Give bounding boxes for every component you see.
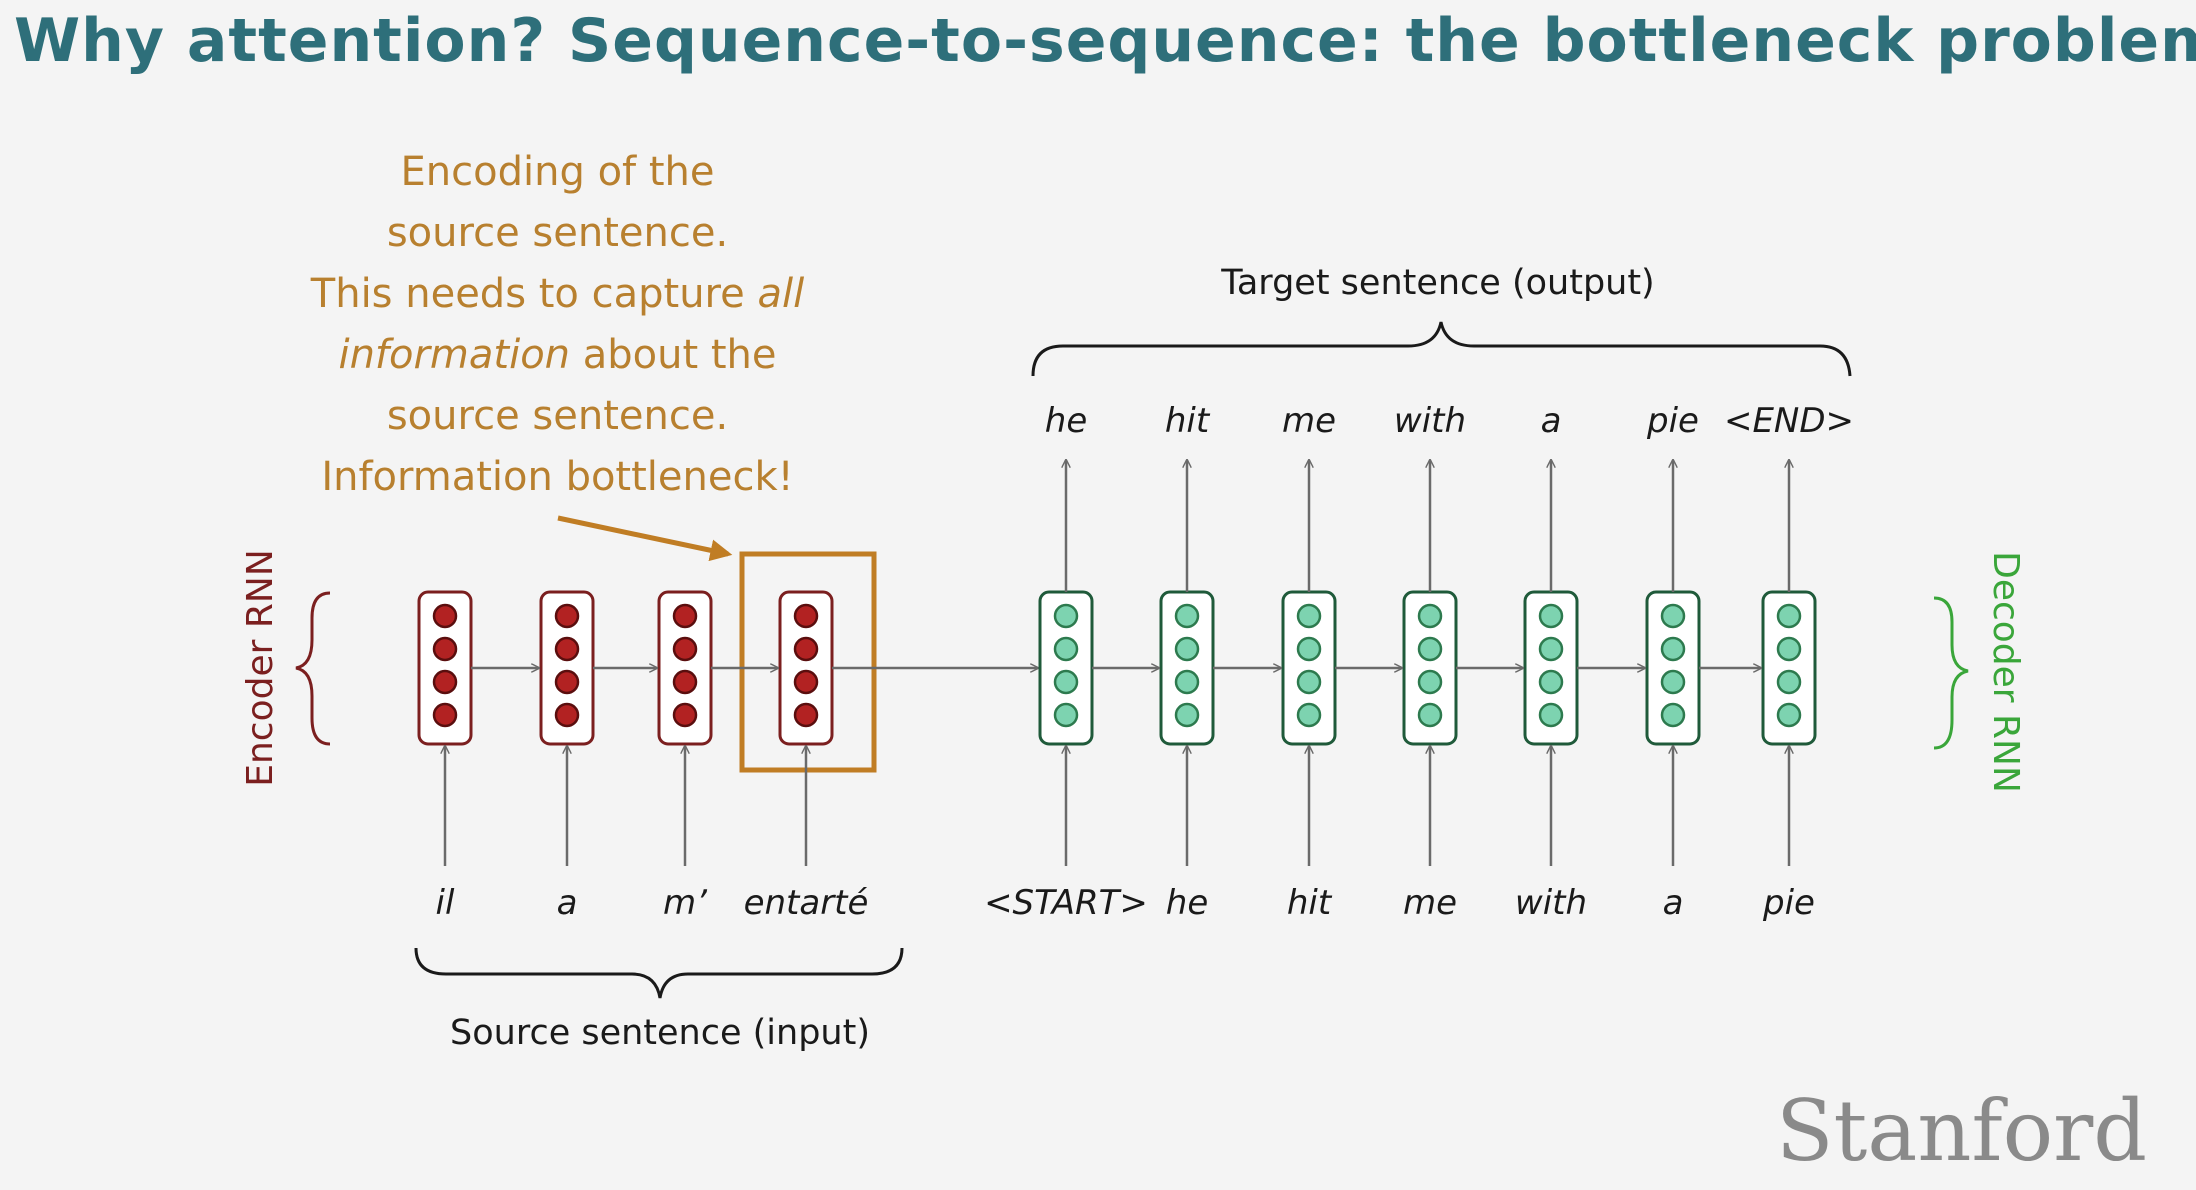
source-sentence-label: Source sentence (input) bbox=[450, 1013, 870, 1053]
decoder-output-word: a bbox=[1541, 401, 1562, 441]
target-sentence-label: Target sentence (output) bbox=[1220, 263, 1654, 303]
annotation-text: about the bbox=[570, 332, 777, 378]
decoder-cell-unit bbox=[1296, 603, 1322, 629]
decoder-cell-unit bbox=[1660, 636, 1686, 662]
decoder-cell-unit bbox=[1538, 669, 1564, 695]
decoder-cell-unit bbox=[1660, 669, 1686, 695]
encoder-brace bbox=[295, 591, 331, 746]
encoder-cell-unit bbox=[672, 603, 698, 629]
encoder-cell-unit bbox=[554, 702, 580, 728]
decoder-input-word: with bbox=[1515, 883, 1587, 923]
decoder-cell-unit bbox=[1417, 669, 1443, 695]
decoder-output-word: <END> bbox=[1724, 401, 1854, 441]
annotation-line: Information bottleneck! bbox=[321, 454, 794, 500]
decoder-output-word: hit bbox=[1165, 401, 1211, 441]
encoder-cell-unit bbox=[554, 636, 580, 662]
decoder-label: Decoder RNN bbox=[1985, 551, 2026, 793]
annotation-emphasis: information bbox=[338, 332, 571, 378]
encoder-cell-unit bbox=[793, 669, 819, 695]
encoder-cell-unit bbox=[672, 636, 698, 662]
decoder-cell-unit bbox=[1776, 636, 1802, 662]
decoder-output-word: with bbox=[1394, 401, 1466, 441]
decoder-cell-unit bbox=[1053, 636, 1079, 662]
decoder-input-word: a bbox=[1663, 883, 1684, 923]
decoder-cell-unit bbox=[1174, 669, 1200, 695]
encoder-cell-unit bbox=[554, 603, 580, 629]
decoder-cell-unit bbox=[1538, 702, 1564, 728]
decoder-output-word: pie bbox=[1646, 401, 1699, 441]
annotation-line: information about the bbox=[280, 325, 835, 386]
bottleneck-pointer-arrow bbox=[557, 515, 733, 562]
encoder-layer: il a m’ entarté bbox=[417, 590, 1038, 923]
encoder-cell-unit bbox=[554, 669, 580, 695]
encoder-cell-unit bbox=[672, 669, 698, 695]
decoder-input-word: <START> bbox=[984, 883, 1148, 923]
source-word: entarté bbox=[744, 883, 869, 923]
decoder-input-word: he bbox=[1166, 883, 1208, 923]
encoder-label: Encoder RNN bbox=[240, 549, 281, 787]
decoder-output-word: me bbox=[1282, 401, 1336, 441]
annotation-line: Encoding of the bbox=[400, 149, 715, 195]
decoder-cell-unit bbox=[1296, 636, 1322, 662]
decoder-cell-unit bbox=[1538, 603, 1564, 629]
stanford-logo: Stanford bbox=[1776, 1082, 2148, 1180]
decoder-cell-unit bbox=[1053, 603, 1079, 629]
encoder-cell-unit bbox=[793, 603, 819, 629]
decoder-cell-unit bbox=[1296, 669, 1322, 695]
slide-title: Why attention? Sequence-to-sequence: the… bbox=[14, 6, 2196, 76]
source-word: il bbox=[436, 883, 455, 923]
decoder-input-word: pie bbox=[1762, 883, 1815, 923]
decoder-output-word: he bbox=[1045, 401, 1087, 441]
decoder-cell-unit bbox=[1053, 669, 1079, 695]
decoder-cell-unit bbox=[1660, 702, 1686, 728]
source-brace bbox=[414, 947, 904, 999]
annotation-text: This needs to capture bbox=[310, 271, 758, 317]
decoder-cell-unit bbox=[1174, 603, 1200, 629]
encoder-cell-unit bbox=[793, 636, 819, 662]
decoder-cell-unit bbox=[1417, 636, 1443, 662]
encoder-cell-unit bbox=[432, 603, 458, 629]
decoder-cell-unit bbox=[1538, 636, 1564, 662]
source-word: a bbox=[557, 883, 578, 923]
decoder-cell-unit bbox=[1053, 702, 1079, 728]
decoder-brace bbox=[1933, 596, 1969, 750]
encoder-cell-unit bbox=[432, 702, 458, 728]
encoder-cell-unit bbox=[793, 702, 819, 728]
decoder-cell-unit bbox=[1296, 702, 1322, 728]
decoder-cell-unit bbox=[1776, 702, 1802, 728]
decoder-input-word: me bbox=[1403, 883, 1457, 923]
decoder-input-word: hit bbox=[1287, 883, 1333, 923]
decoder-cell-unit bbox=[1660, 603, 1686, 629]
bottleneck-annotation: Encoding of the source sentence. This ne… bbox=[280, 142, 835, 508]
decoder-cell-unit bbox=[1776, 603, 1802, 629]
decoder-layer: <START> he he hit hit me me with with a a pie pie <EN… bbox=[984, 401, 1854, 923]
source-word: m’ bbox=[663, 883, 708, 923]
decoder-cell-unit bbox=[1776, 669, 1802, 695]
decoder-cell-unit bbox=[1417, 702, 1443, 728]
decoder-cell-unit bbox=[1174, 636, 1200, 662]
annotation-emphasis: all bbox=[757, 271, 805, 317]
encoder-cell-unit bbox=[432, 636, 458, 662]
decoder-cell-unit bbox=[1174, 702, 1200, 728]
decoder-cell-unit bbox=[1417, 603, 1443, 629]
encoder-cell-unit bbox=[432, 669, 458, 695]
bottleneck-highlight-box bbox=[739, 551, 877, 773]
annotation-line: This needs to capture all bbox=[280, 264, 835, 325]
annotation-line: source sentence. bbox=[386, 210, 729, 256]
encoder-cell-unit bbox=[672, 702, 698, 728]
target-brace bbox=[1031, 321, 1852, 377]
annotation-line: source sentence. bbox=[386, 393, 729, 439]
